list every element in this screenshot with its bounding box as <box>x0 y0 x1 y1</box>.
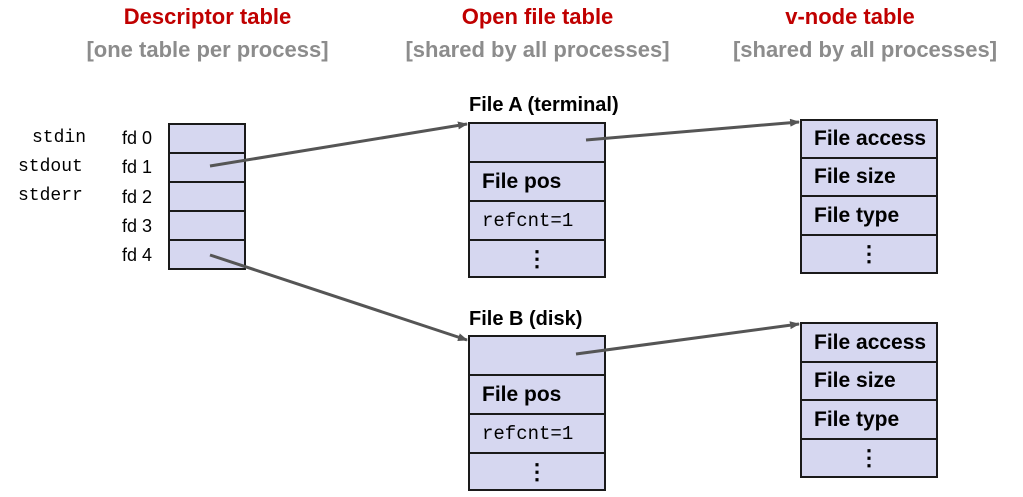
file-b-to-vnode-arrow <box>575 321 800 356</box>
vnode-a-file-size: File size <box>800 157 938 197</box>
fd2-label: fd 2 <box>122 187 153 207</box>
vnode-a-file-type: File type <box>800 195 938 236</box>
vnode-b-file-type: File type <box>800 399 938 440</box>
vnode-a-more: ⋮ <box>800 234 938 274</box>
vnode-b-file-access: File access <box>800 322 938 363</box>
file-b-more: ⋮ <box>468 452 606 491</box>
vnode-b-file-size: File size <box>800 361 938 401</box>
descriptor-entry-fd1 <box>168 152 246 183</box>
descriptor-table-title: Descriptor table <box>123 4 292 29</box>
open-file-table-title: Open file table <box>461 4 614 29</box>
fd4-to-file-b-arrow <box>209 253 468 342</box>
fd4-label: fd 4 <box>122 245 153 265</box>
vnode-b-more: ⋮ <box>800 438 938 478</box>
descriptor-entry-fd4 <box>168 239 246 270</box>
file-b-file-pos: File pos <box>468 374 606 415</box>
file-a-more: ⋮ <box>468 239 606 278</box>
descriptor-entry-fd2 <box>168 181 246 212</box>
file-a-vnode-pointer <box>468 122 606 163</box>
descriptor-entry-fd0 <box>168 123 246 154</box>
descriptor-table-subtitle: [one table per process] <box>86 37 329 62</box>
descriptor-entry-fd3 <box>168 210 246 241</box>
vnode-table-subtitle: [shared by all processes] <box>732 37 998 62</box>
fd0-label: fd 0 <box>122 128 153 148</box>
file-a-to-vnode-arrow <box>585 118 800 142</box>
fd3-label: fd 3 <box>122 216 153 236</box>
open-file-table-subtitle: [shared by all processes] <box>405 37 670 62</box>
stdin-label: stdin <box>32 128 87 148</box>
file-b-vnode-pointer <box>468 335 606 376</box>
stdout-label: stdout <box>18 157 83 177</box>
file-b-refcnt: refcnt=1 <box>468 413 606 454</box>
file-a-refcnt: refcnt=1 <box>468 200 606 241</box>
vnode-table-title: v-node table <box>785 4 915 29</box>
file-a-label: File A (terminal) <box>469 94 619 116</box>
fd1-to-file-a-arrow <box>209 121 468 168</box>
vnode-a-file-access: File access <box>800 119 938 159</box>
stderr-label: stderr <box>18 186 83 206</box>
file-b-label: File B (disk) <box>469 308 583 330</box>
fd1-label: fd 1 <box>122 157 153 177</box>
file-a-file-pos: File pos <box>468 161 606 202</box>
